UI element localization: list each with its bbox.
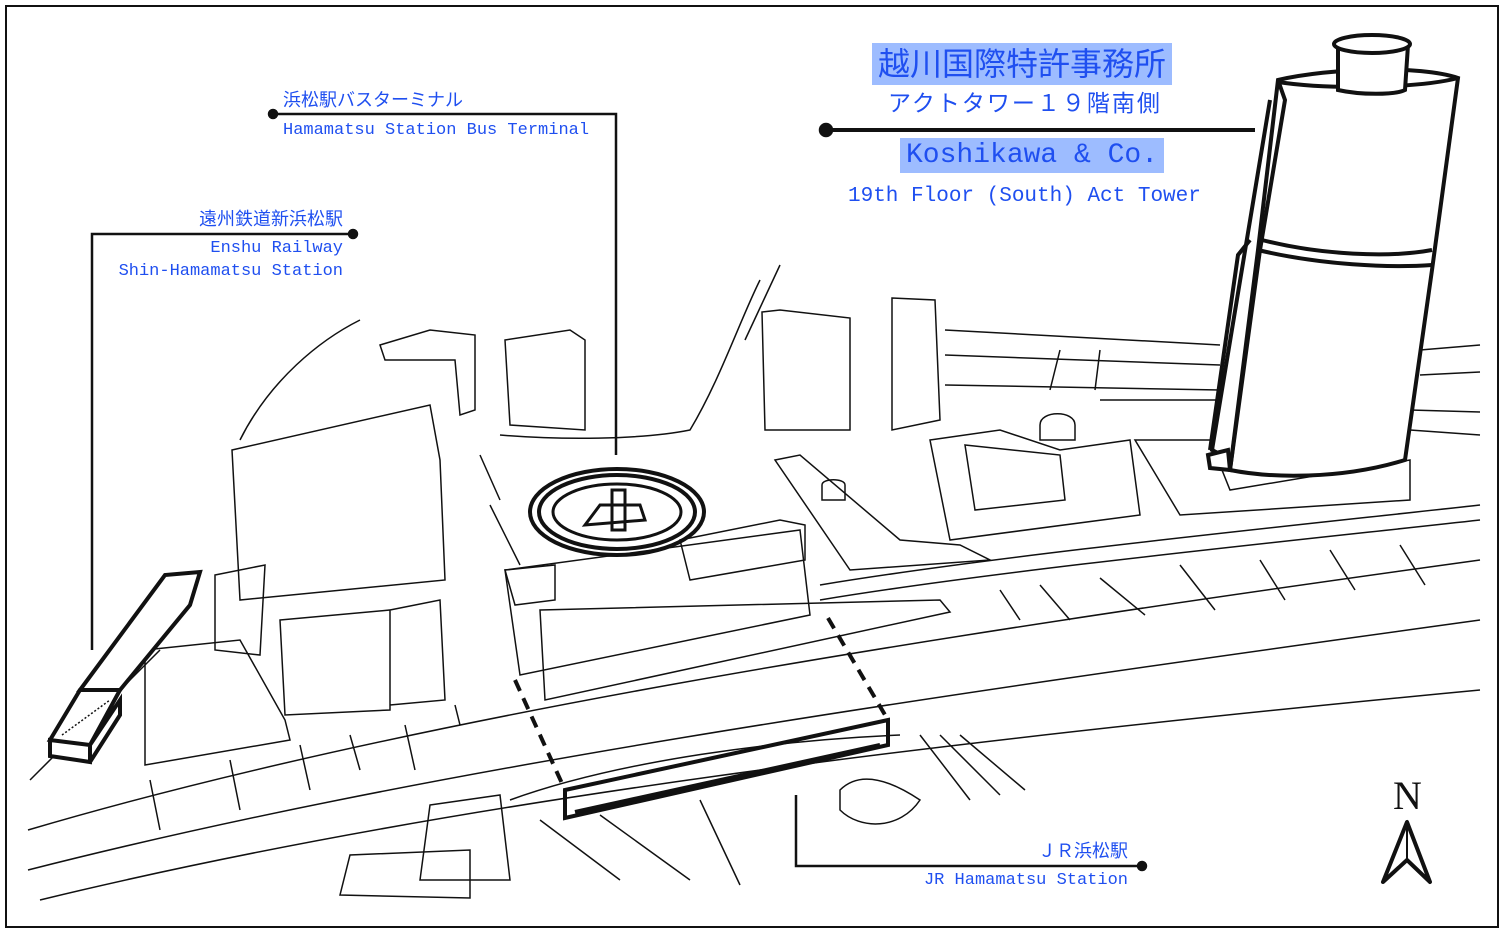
office-name-ja: 越川国際特許事務所 bbox=[872, 43, 1173, 85]
bus-terminal-label-ja: 浜松駅バスターミナル bbox=[283, 90, 463, 111]
leader-lines bbox=[90, 108, 1255, 872]
enshu-station-building[interactable] bbox=[46, 569, 203, 765]
office-name-en: Koshikawa & Co. bbox=[900, 138, 1165, 173]
bus-terminal-label-en: Hamamatsu Station Bus Terminal bbox=[283, 121, 590, 140]
enshu-label-en1: Enshu Railway bbox=[210, 239, 343, 258]
jr-label-en: JR Hamamatsu Station bbox=[923, 871, 1128, 890]
buildings bbox=[144, 297, 1411, 899]
enshu-label-ja: 遠州鉄道新浜松駅 bbox=[199, 209, 343, 230]
north-arrow-icon bbox=[1381, 820, 1432, 884]
office-floor-ja: アクトタワー１９階南側 bbox=[888, 91, 1162, 117]
act-tower[interactable] bbox=[1205, 33, 1461, 478]
jr-station-building[interactable] bbox=[513, 616, 890, 821]
roads bbox=[27, 264, 1481, 901]
office-floor-en: 19th Floor (South) Act Tower bbox=[848, 185, 1201, 208]
jr-label-ja: ＪＲ浜松駅 bbox=[1038, 841, 1128, 862]
map-frame bbox=[5, 5, 1499, 928]
office-name-ja-text: 越川国際特許事務所 bbox=[872, 43, 1173, 85]
office-name-en-text: Koshikawa & Co. bbox=[900, 138, 1165, 173]
north-label: N bbox=[1393, 773, 1422, 818]
bus-terminal-roundabout[interactable] bbox=[528, 467, 706, 557]
enshu-label-en2: Shin-Hamamatsu Station bbox=[118, 262, 343, 281]
